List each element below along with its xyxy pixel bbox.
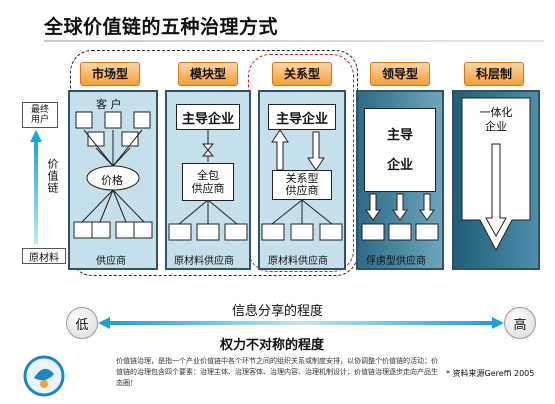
info-sharing-label: 信息分享的程度 <box>232 304 324 319</box>
hierarchy-integrated-arrow <box>461 97 531 252</box>
low-indicator: 低 <box>66 307 98 339</box>
captive-supplier-label: 俘虏型供应商 <box>366 256 426 267</box>
market-supplier-label: 供应商 <box>96 256 126 267</box>
power-asymmetry-label: 权力不对称的程度 <box>220 338 325 353</box>
column-label-hierarchy: 科层制 <box>464 62 524 86</box>
market-price-label: 价格 <box>101 174 123 187</box>
value-chain-label: 价值链 <box>46 158 59 194</box>
column-label-captive: 领导型 <box>370 62 430 86</box>
relational-supplier-box: 关系型 供应商 <box>272 170 332 200</box>
column-label-relational: 关系型 <box>272 62 332 86</box>
page-title: 全球价值链的五种治理方式 <box>44 16 279 38</box>
modular-turnkey-box: 全包 供应商 <box>182 163 234 201</box>
captive-links <box>361 193 439 241</box>
relational-links <box>261 129 343 241</box>
modular-supplier-label: 原材料供应商 <box>174 256 234 267</box>
column-label-market: 市场型 <box>80 62 140 86</box>
footnote-text: 价值链治理，是指一个产业价值链中各个环节之间的组织关系或制度安排，以协调整个价值… <box>116 357 438 387</box>
market-customer-label: 客 户 <box>96 98 122 111</box>
market-network <box>73 111 153 239</box>
modular-links <box>168 130 248 241</box>
relational-leader-box: 主导企业 <box>268 104 336 130</box>
captive-leader-box: 主导 企业 <box>364 108 436 192</box>
source-note: * 资料来源Gereffi 2005 <box>446 369 535 378</box>
relational-raw-supplier-label: 原材料供应商 <box>268 256 328 267</box>
end-user-box: 最终 用户 <box>22 102 58 128</box>
column-label-modular: 模块型 <box>178 62 238 86</box>
hierarchy-integrated-label: 一体化 企业 <box>479 106 513 133</box>
title-underline <box>44 40 544 42</box>
modular-leader-box: 主导企业 <box>176 104 240 130</box>
high-indicator: 高 <box>504 307 536 339</box>
double-arrow <box>98 317 504 329</box>
raw-material-box: 原材料 <box>22 248 66 264</box>
value-chain-arrow <box>30 130 42 244</box>
logo-icon <box>23 355 65 397</box>
